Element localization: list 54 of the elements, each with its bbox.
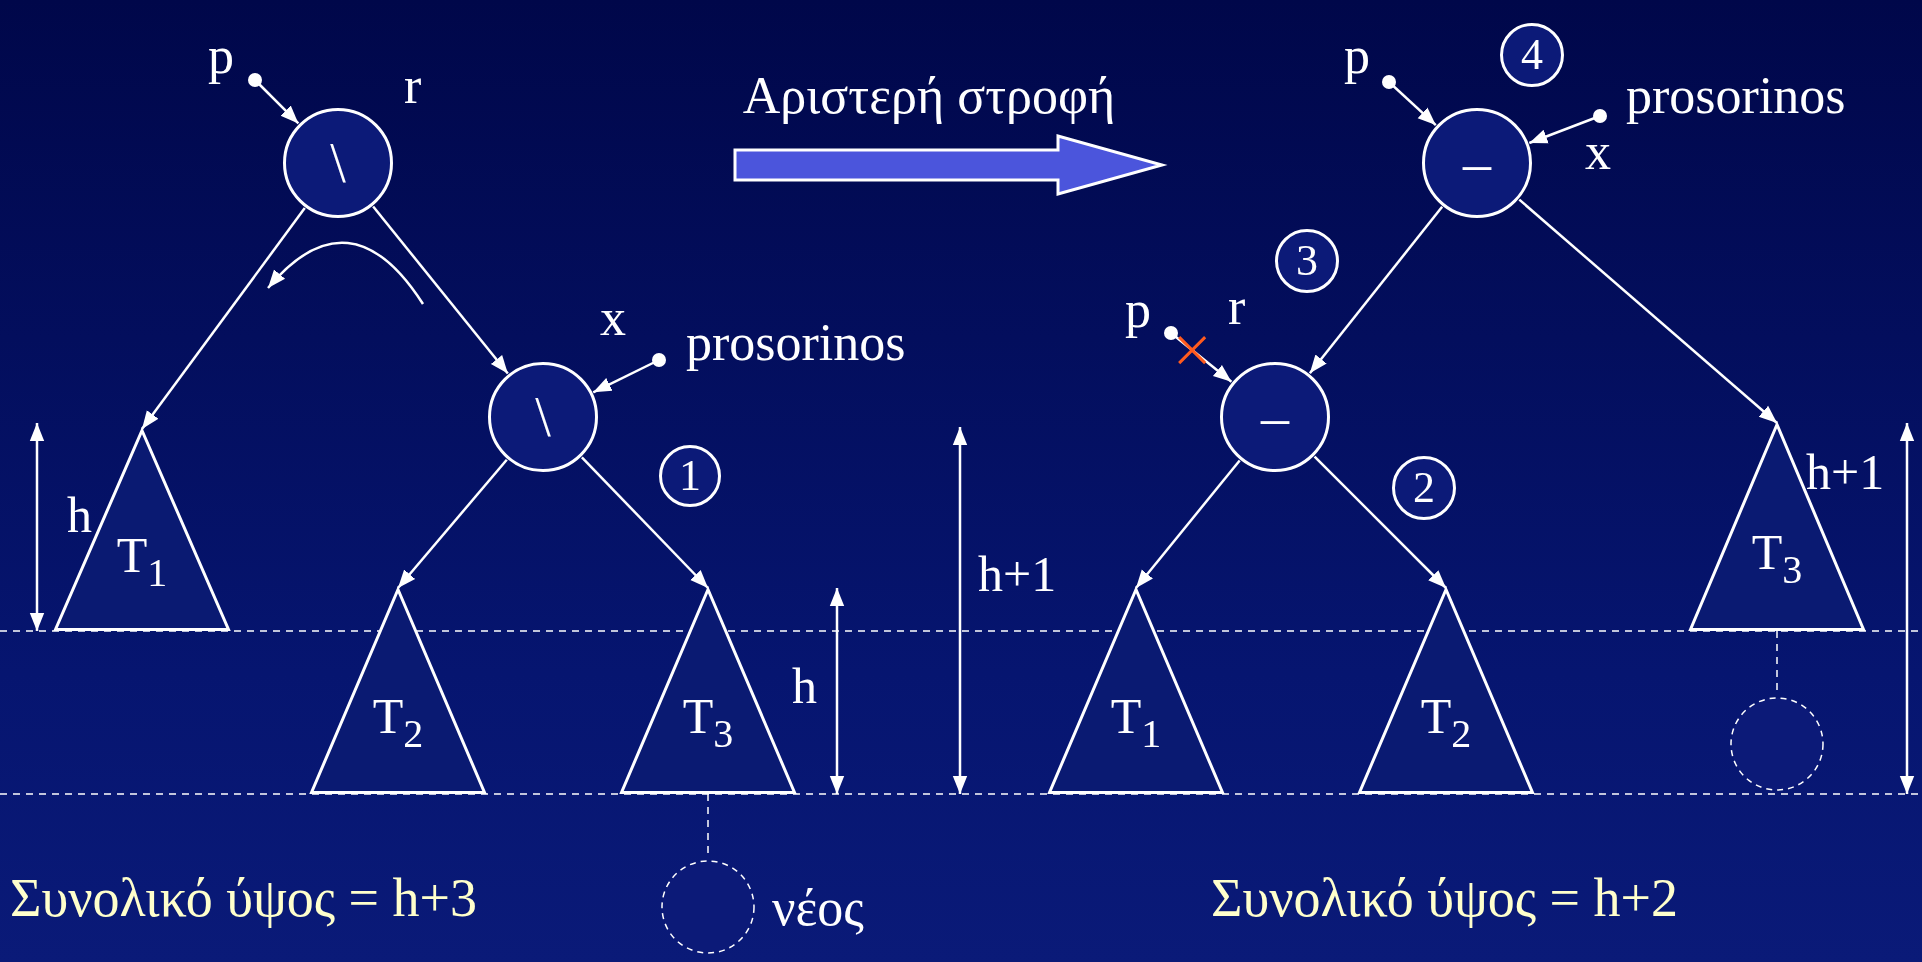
variable-label: x xyxy=(1585,126,1611,178)
pointer-arrow xyxy=(592,353,666,394)
subtree-name: T$_{2}$ xyxy=(1419,691,1473,754)
subtree-name: T$_{2}$ xyxy=(371,691,425,754)
balance-sign: – xyxy=(1259,385,1291,450)
pointer-arrow xyxy=(1308,206,1444,374)
pointer-label: p xyxy=(1125,284,1151,336)
subtree-name: T$_{3}$ xyxy=(1750,527,1804,590)
height-label: h+1 xyxy=(1806,447,1885,497)
step-number: 3 xyxy=(1295,235,1319,287)
pointer-arrow xyxy=(581,456,709,589)
pointer-arrow xyxy=(372,205,509,375)
balance-sign: \ xyxy=(329,131,347,196)
tree-node xyxy=(283,108,393,218)
pointer-label: p xyxy=(1344,30,1370,82)
height-label: h xyxy=(792,661,817,711)
subtree-name: T$_{3}$ xyxy=(681,691,735,754)
balance-sign: – xyxy=(1461,131,1493,196)
step-marker xyxy=(1500,23,1564,87)
subtree-name: T$_{1}$ xyxy=(115,530,169,593)
pointer-arrow xyxy=(1382,75,1437,126)
pointer-arrow xyxy=(1313,455,1447,589)
subtree-name: T$_{1}$ xyxy=(1109,691,1163,754)
pointer-label: p xyxy=(208,30,234,82)
step-number: 2 xyxy=(1412,462,1436,514)
pointer-arrow xyxy=(141,207,306,430)
step-marker xyxy=(1275,229,1339,293)
variable-label: r xyxy=(404,60,422,112)
height-label: h+1 xyxy=(978,549,1057,599)
tree-node xyxy=(1220,362,1330,472)
tree-node xyxy=(1422,108,1532,218)
pointer-arrow xyxy=(1528,109,1607,145)
pointer-label: prosorinos xyxy=(686,317,906,369)
subtree-triangle xyxy=(310,588,486,794)
variable-label: x xyxy=(600,292,626,344)
step-number: 1 xyxy=(678,450,702,502)
pointer-arrow xyxy=(397,458,508,589)
balance-sign: \ xyxy=(534,385,552,450)
step-marker xyxy=(1392,456,1456,520)
variable-label: r xyxy=(1228,281,1246,333)
subtree-triangle xyxy=(1358,588,1534,794)
dashed-circle xyxy=(1730,697,1824,791)
dashed-circle xyxy=(661,860,755,954)
variable-label: νέος xyxy=(772,882,864,934)
subtree-triangle xyxy=(54,429,230,631)
caption-text: Αριστερή στροφή xyxy=(742,70,1116,122)
step-number: 4 xyxy=(1520,29,1544,81)
pointer-arrow xyxy=(248,73,300,125)
pointer-label: prosorinos xyxy=(1626,70,1846,122)
pointer-arrow xyxy=(1135,459,1241,589)
height-label: h xyxy=(67,490,92,540)
pointer-arrow xyxy=(1518,198,1778,424)
step-marker xyxy=(659,445,721,507)
tree-node xyxy=(488,362,598,472)
